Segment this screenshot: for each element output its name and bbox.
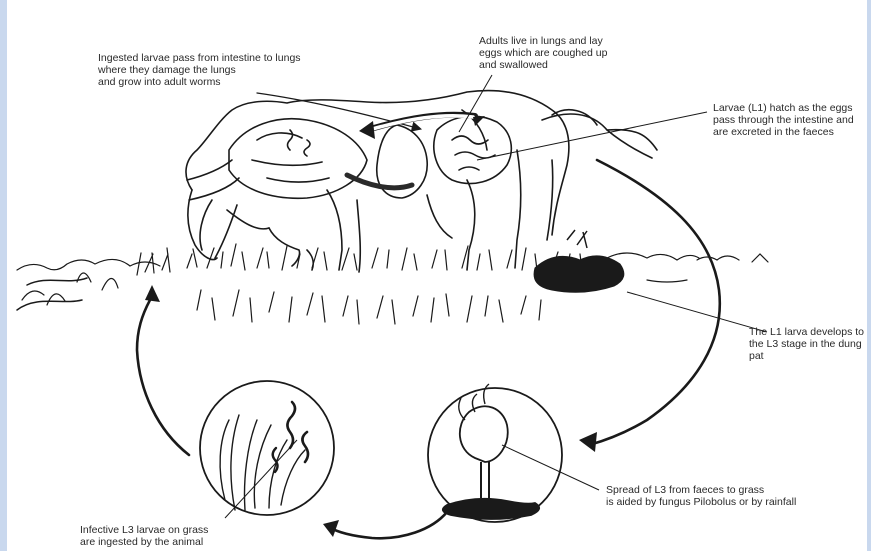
pilobolus-inset <box>428 384 562 522</box>
annotation-spread-l3: Spread of L3 from faeces to grass is aid… <box>606 484 861 508</box>
annotation-infective-l3: Infective L3 larvae on grass are ingeste… <box>80 524 280 548</box>
lifecycle-diagram: Ingested larvae pass from intestine to l… <box>7 0 867 551</box>
cycle-arrows <box>137 160 720 538</box>
leader-lines <box>225 75 767 518</box>
grass-band <box>17 244 768 324</box>
annotation-l1-hatch: Larvae (L1) hatch as the eggs pass throu… <box>713 102 867 138</box>
larvae-on-grass-inset <box>200 381 334 515</box>
annotation-larvae-to-lungs: Ingested larvae pass from intestine to l… <box>98 52 338 88</box>
annotation-l1-to-l3: The L1 larva develops to the L3 stage in… <box>749 326 867 362</box>
annotation-adults-in-lungs: Adults live in lungs and lay eggs which … <box>479 35 659 71</box>
